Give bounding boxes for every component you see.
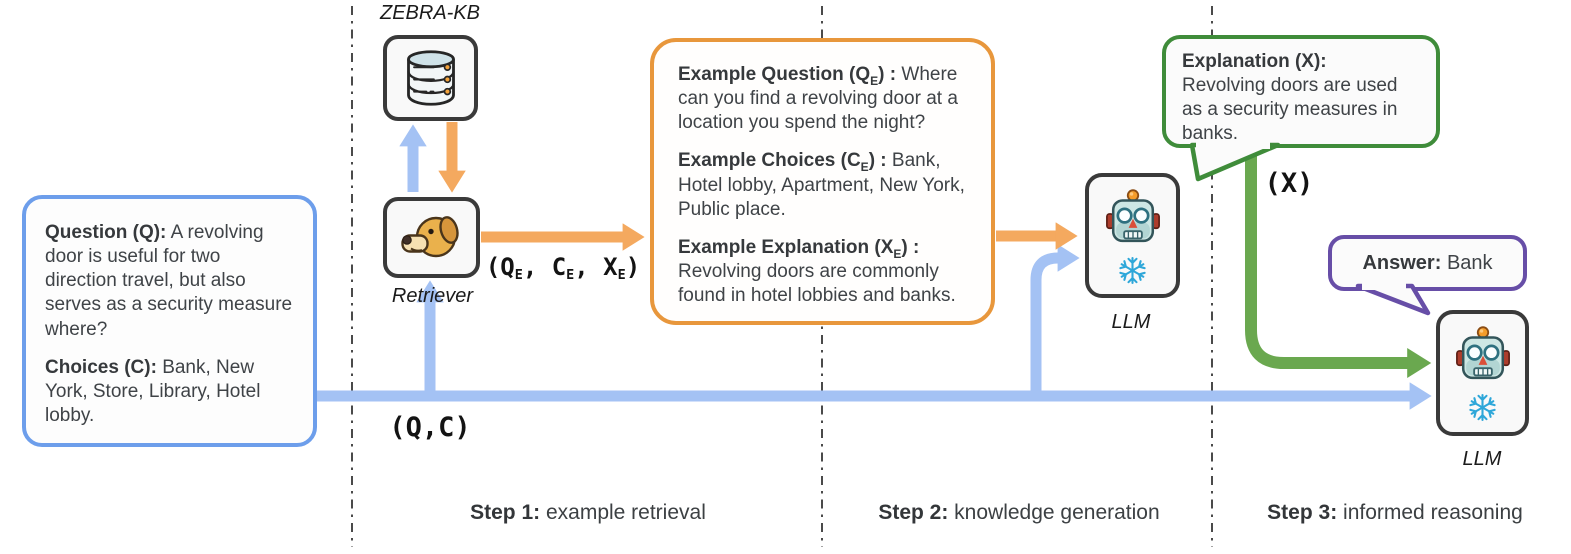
snowflake-icon [1118, 256, 1147, 285]
step1-caption: Step 1: example retrieval [408, 501, 768, 525]
step2-prefix: Step 2: [878, 501, 949, 524]
step3-text: informed reasoning [1343, 501, 1523, 524]
explanation-bubble-body: Revolving doors are used as a security m… [1182, 74, 1398, 144]
tuple-s1: E [514, 268, 523, 284]
example-choices-sub: E [860, 160, 869, 175]
tuple-s3: E [617, 268, 626, 284]
explanation-bubble-tail [1189, 140, 1281, 182]
robot-icon [1106, 187, 1160, 251]
question-paragraph: Question (Q): A revolving door is useful… [45, 221, 295, 342]
example-question-text: Where can you find a revolving door at a… [678, 64, 958, 134]
dog-icon [401, 210, 463, 266]
x-label: (X) [1264, 168, 1314, 199]
example-explanation-text: Revolving doors are commonly found in ho… [678, 260, 956, 306]
answer-bubble-tail [1355, 282, 1431, 316]
step1-prefix: Step 1: [470, 501, 541, 524]
llm2-title: LLM [1462, 448, 1502, 470]
step2-caption: Step 2: knowledge generation [839, 501, 1199, 525]
llm1-node [1085, 173, 1180, 298]
explanation-bubble-title: Explanation (X): [1182, 51, 1327, 72]
qc-label: (Q,C) [389, 412, 471, 443]
robot-icon [1456, 324, 1510, 388]
answer-value: Bank [1446, 251, 1493, 274]
example-explanation-sub: E [893, 246, 902, 261]
tuple-p1: (Q [485, 253, 515, 281]
choices-text: Bank, New York, Store, Library, Hotel lo… [45, 356, 261, 426]
question-label: Question (Q): [45, 222, 167, 243]
snowflake-icon [1468, 393, 1497, 422]
example-question: Example Question (QE) : Where can you fi… [678, 63, 969, 135]
choices-paragraph: Choices (C): Bank, New York, Store, Libr… [45, 356, 295, 428]
answer-bubble: Answer: Bank [1328, 235, 1527, 291]
tuple-label: (QE, CE, XE) [463, 253, 663, 284]
example-question-label-end: ) : [878, 64, 897, 85]
llm2-node [1436, 310, 1529, 436]
example-explanation-label-end: ) : [901, 236, 920, 258]
example-question-label: Example Question (Q [678, 64, 871, 85]
answer-label: Answer: [1362, 251, 1442, 274]
retriever-title: Retriever [391, 285, 474, 307]
kb-title: ZEBRA-KB [379, 2, 481, 24]
tuple-s2: E [566, 268, 575, 284]
question-text: A revolving door is useful for two direc… [45, 222, 293, 340]
explanation-bubble: Explanation (X): Revolving doors are use… [1162, 35, 1440, 148]
arrow-explanation-to-llm2 [1245, 146, 1432, 378]
example-choices-label-end: ) : [868, 150, 887, 172]
example-choices: Example Choices (CE) : Bank, Hotel lobby… [678, 149, 969, 221]
example-choices-label: Example Choices (C [678, 150, 861, 172]
step3-prefix: Step 3: [1267, 501, 1338, 524]
kb-node [383, 35, 478, 121]
database-icon [401, 47, 461, 109]
question-box: Question (Q): A revolving door is useful… [22, 195, 317, 447]
example-explanation-label: Example Explanation (X [678, 236, 894, 258]
step3-caption: Step 3: informed reasoning [1215, 501, 1571, 525]
llm1-title: LLM [1111, 311, 1151, 333]
example-box: Example Question (QE) : Where can you fi… [650, 38, 995, 325]
step1-text: example retrieval [545, 501, 706, 524]
arrow-qc-to-llm1 [1030, 244, 1080, 396]
tuple-p3: , X [574, 253, 618, 281]
example-question-sub: E [870, 73, 879, 88]
tuple-p4: ) [625, 253, 641, 281]
example-choices-text: Bank, Hotel lobby, Apartment, New York, … [678, 150, 965, 220]
example-explanation: Example Explanation (XE) : Revolving doo… [678, 236, 969, 308]
tuple-p2: , C [522, 253, 567, 281]
retriever-node [383, 197, 480, 278]
choices-label: Choices (C): [45, 356, 157, 378]
step2-text: knowledge generation [954, 501, 1160, 524]
